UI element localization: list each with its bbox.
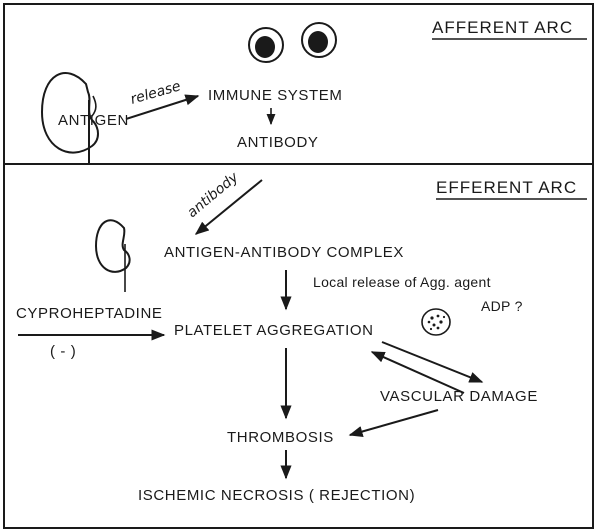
- immune-system-label: IMMUNE SYSTEM: [208, 87, 342, 104]
- inhibit-label: ( - ): [50, 343, 76, 360]
- vascular-damage-label: VASCULAR DAMAGE: [380, 388, 538, 405]
- platelet-aggregate-icon: [422, 309, 450, 335]
- afferent-arc-title: AFFERENT ARC: [432, 18, 573, 37]
- lymphocyte-icon: [302, 23, 336, 57]
- antigen-label: ANTIGEN: [58, 112, 129, 129]
- thrombosis-label: THROMBOSIS: [227, 429, 334, 446]
- cyproheptadine-label: CYPROHEPTADINE: [16, 305, 162, 322]
- damage-to-aggregation-arrow: [372, 352, 464, 393]
- efferent-arc-title: EFFERENT ARC: [436, 178, 577, 197]
- lymphocyte-icon: [249, 28, 283, 62]
- antibody-arrow-label: antibody: [184, 169, 242, 221]
- antigen-antibody-complex-label: ANTIGEN-ANTIBODY COMPLEX: [164, 244, 404, 261]
- damage-to-thrombosis-arrow: [350, 410, 438, 435]
- adp-label: ADP ?: [481, 298, 523, 314]
- aggregation-to-damage-arrow: [382, 342, 482, 382]
- local-release-label: Local release of Agg. agent: [313, 274, 491, 290]
- platelet-aggregation-label: PLATELET AGGREGATION: [174, 322, 374, 339]
- antibody-label: ANTIBODY: [237, 134, 318, 151]
- outer-frame: [4, 4, 593, 528]
- ischemic-necrosis-label: ISCHEMIC NECROSIS ( REJECTION): [138, 487, 415, 504]
